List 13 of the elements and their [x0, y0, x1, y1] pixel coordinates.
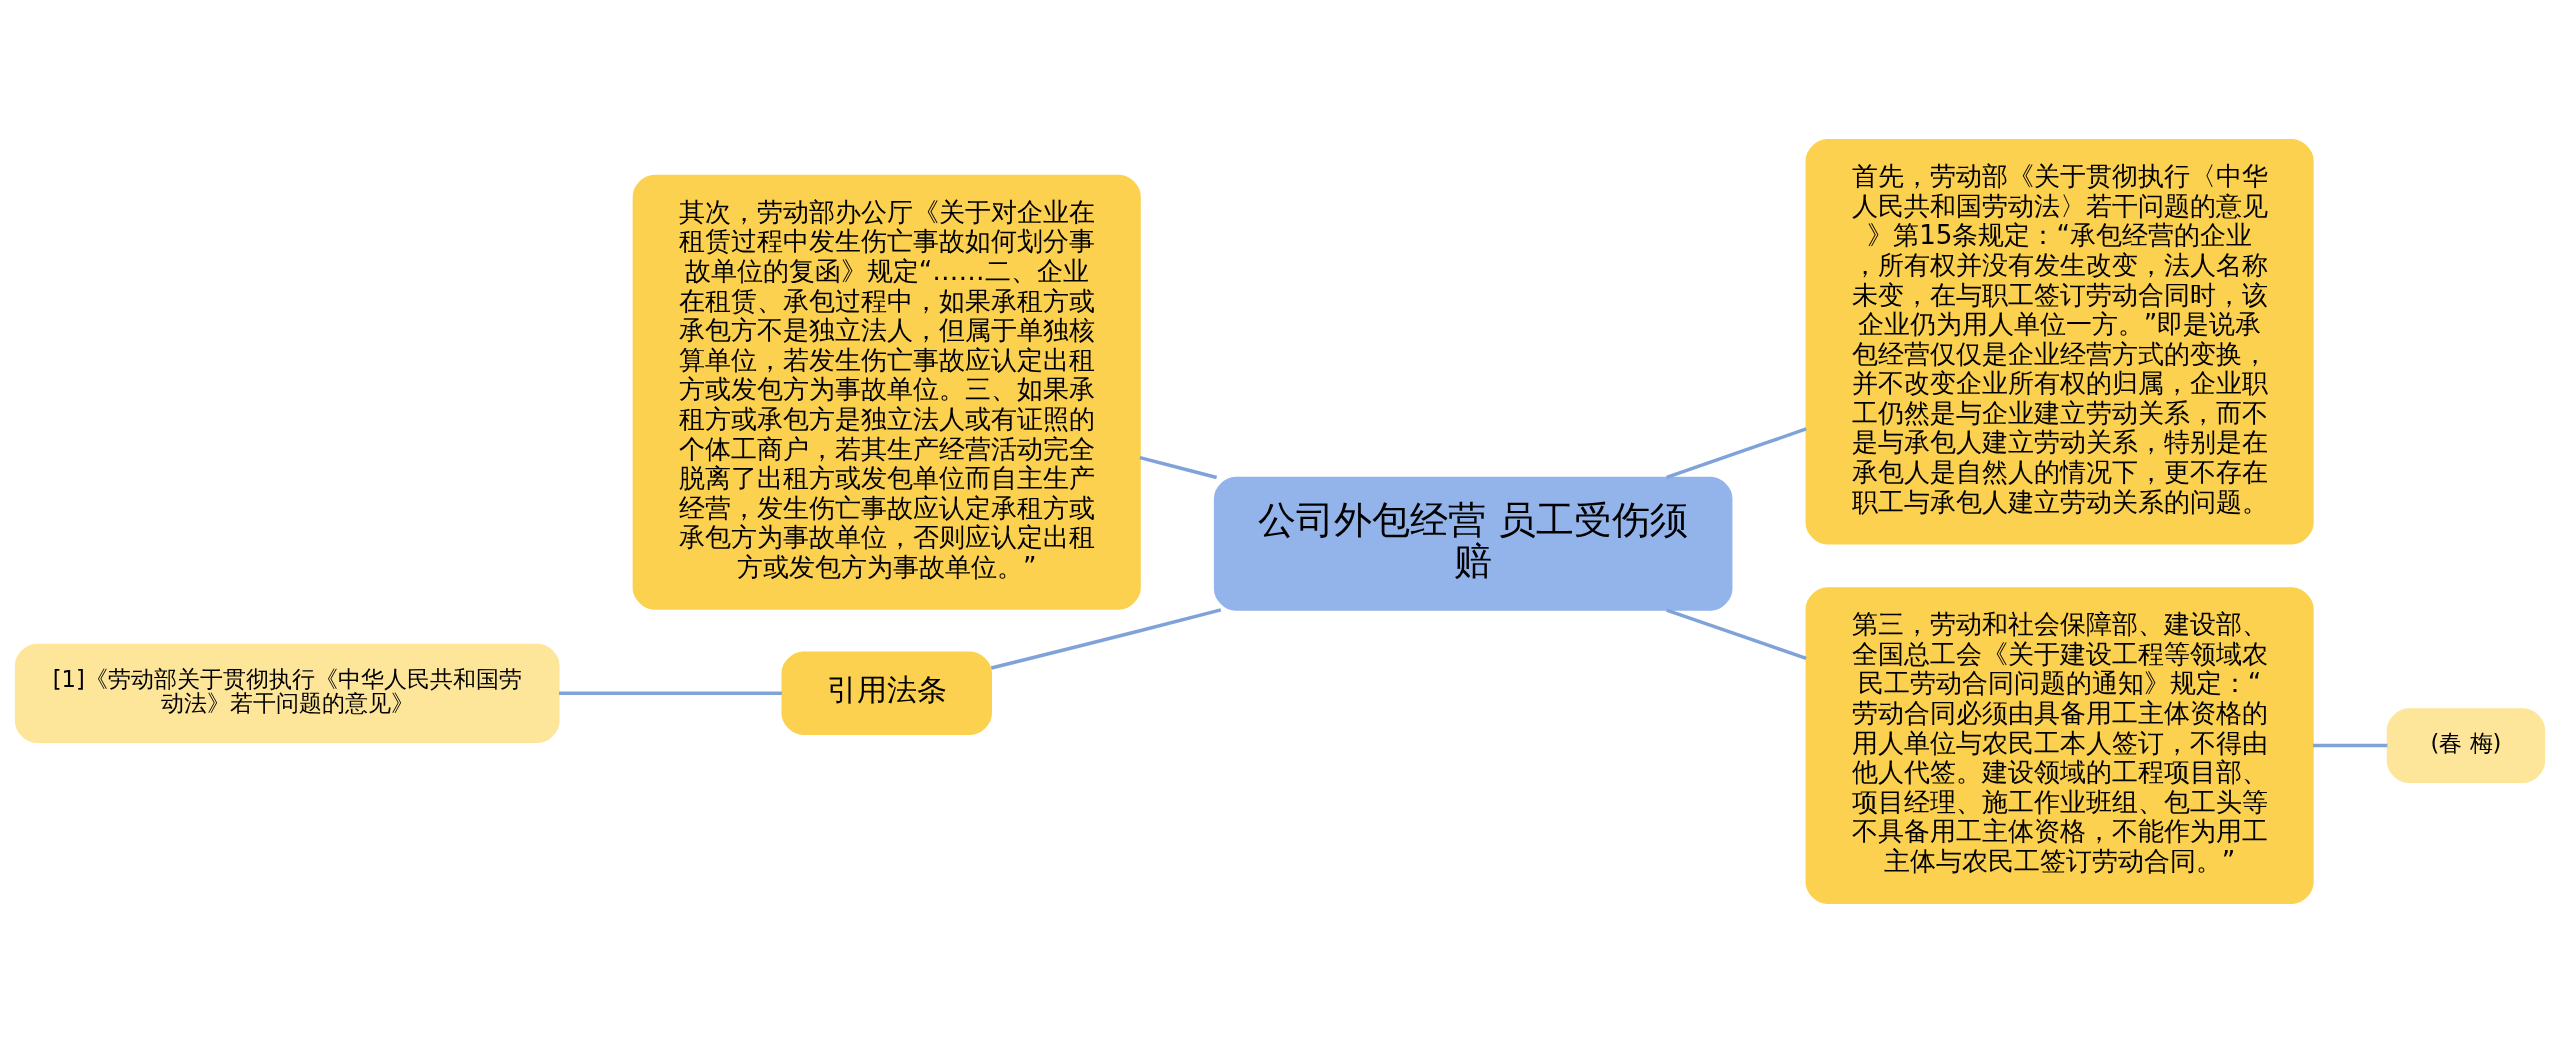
node-box: 其次，劳动部办公厅《关于对企业在租赁过程中发生伤亡事故如何划分事故单位的复函》规定“……二、企业在租赁、承包过程中，如果承租方或承包方不是独立法人，但属于单独核算单位，若发生伤亡事故应认定出租方或发包方为事故单位。三、如果承租方或承包方是独立法人或有证照的个体工商户，若其生产经营活动完全脱离了出租方或发包单位而自主生产经营，发生伤亡事故应认定承租方或承包方为事故单位，否则应认定出租方或发包方为事故单位。”: [632, 174, 1141, 610]
node-box: 引用法条: [781, 651, 992, 736]
node-box: 首先，劳动部《关于贯彻执行〈中华人民共和国劳动法〉若干问题的意见》第15条规定：“承包经营的企业，所有权并没有发生改变，法人名称未变，在与职工签订劳动合同时，该企业仍为用人单位一方。”即是说承包经营仅仅是企业经营方式的变换，并不改变企业所有权的归属，企业职工仍然是与企业建立劳动关系，而不是与承包人建立劳动关系，特别是在承包人是自然人的情况下，更不存在职工与承包人建立劳动关系的问题。: [1805, 139, 2314, 545]
connector: [559, 691, 782, 696]
connector: [2313, 743, 2388, 748]
node-box: (春 梅): [2386, 708, 2546, 783]
node-box: 第三，劳动和社会保障部、建设部、全国总工会《关于建设工程等领域农民工劳动合同问题的通知》规定：“劳动合同必须由具备用工主体资格的用人单位与农民工本人签订，不得由他人代签。建设领域的工程项目部、项目经理、施工作业班组、包工头等不具备用工主体资格，不能作为用工主体与农民工签订劳动合同。”: [1805, 587, 2314, 904]
node-box: [1]《劳动部关于贯彻执行《中华人民共和国劳动法》若干问题的意见》: [14, 643, 560, 743]
node-box: 公司外包经营 员工受伤须赔: [1213, 476, 1733, 611]
connector: [990, 608, 1222, 670]
connector: [1666, 427, 1807, 479]
connector: [1666, 608, 1807, 661]
connector: [1139, 455, 1218, 480]
